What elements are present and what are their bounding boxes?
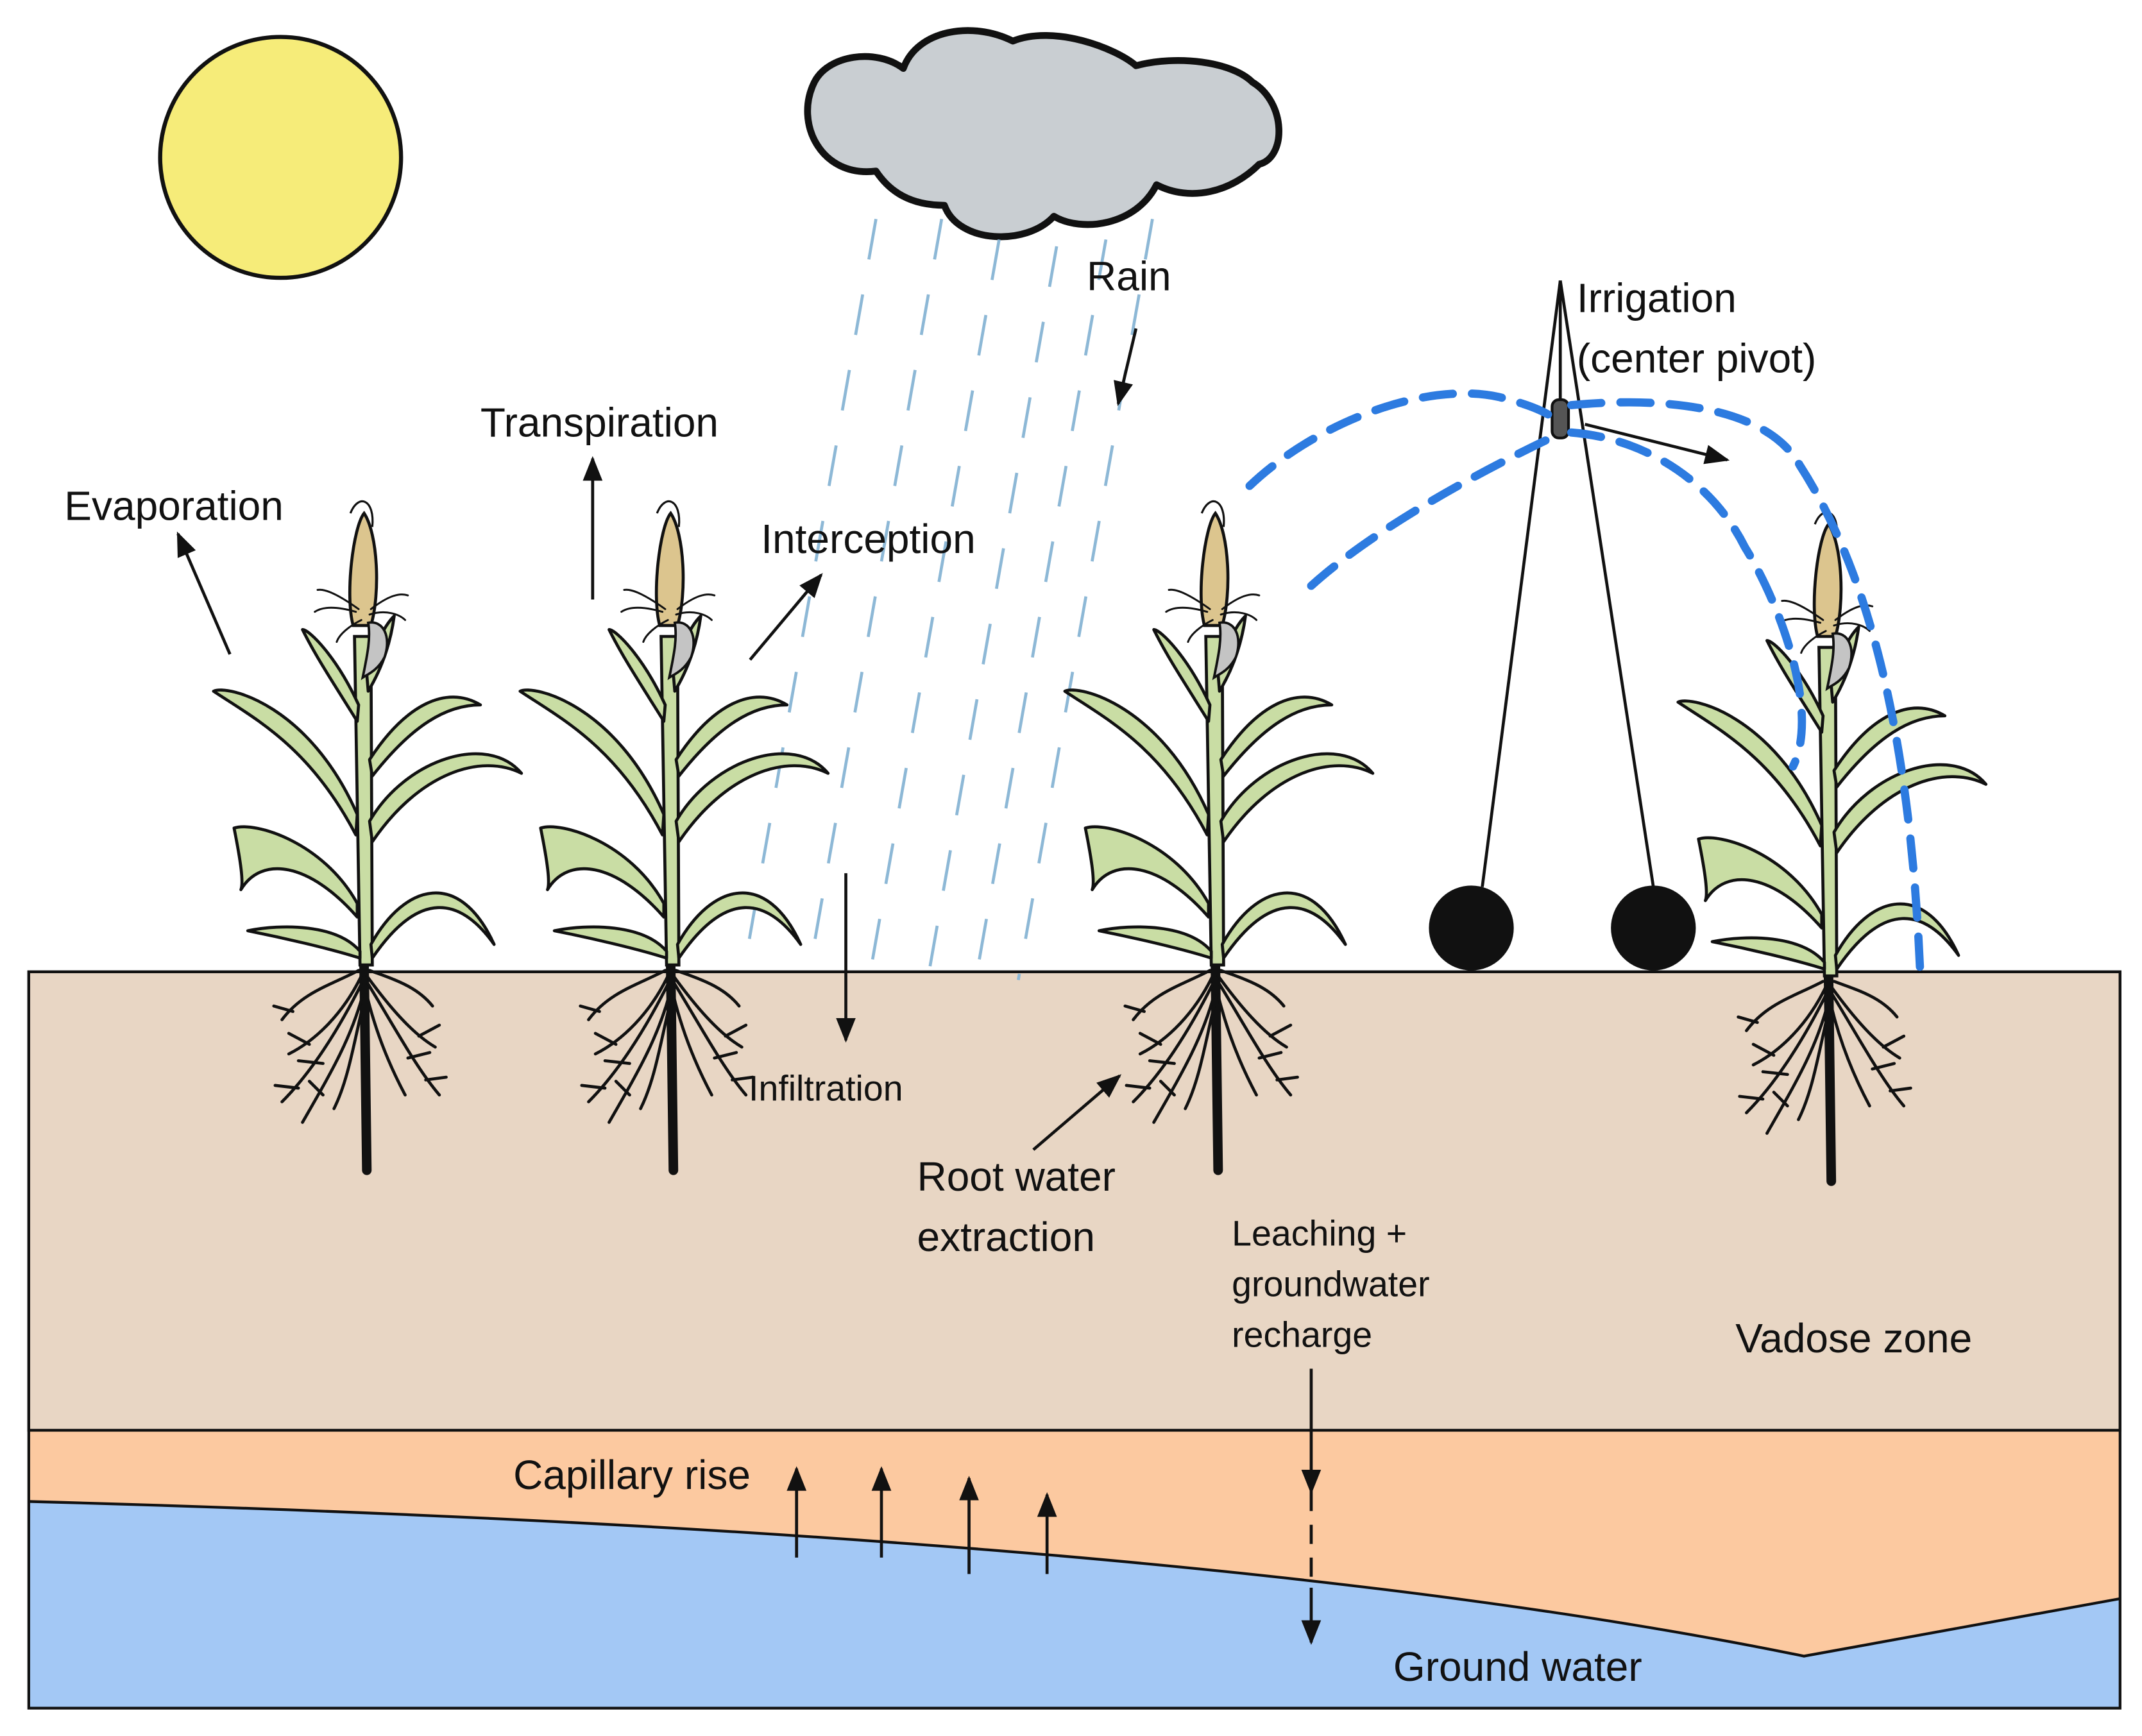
root-water-arrow [1032,1074,1122,1151]
evaporation-arrow [176,531,232,655]
capillary-fringe [28,1430,2120,1656]
label-capillary-rise: Capillary rise [513,1452,751,1498]
vadose-zone [27,970,2121,1432]
rain-streaks [743,218,1154,994]
label-irrigation: Irrigation [1577,275,1737,321]
label-root-water: Root water [917,1153,1115,1200]
label-evaporation: Evaporation [64,483,284,529]
center-pivot-irrigation-icon [1481,280,1655,887]
irrigation-arrow [1585,423,1730,464]
water-table-line [28,1500,2121,1658]
label-infiltration: Infiltration [749,1068,903,1108]
label-vadose-zone: Vadose zone [1735,1315,1972,1361]
label-groundwater: groundwater [1232,1264,1429,1304]
sprinkler-nozzle-icon [1551,398,1570,439]
pivot-wheel-icon [1611,885,1696,971]
pivot-wheel-icon [1429,885,1514,971]
soil-profile-frame [27,970,2121,1710]
label-leaching: Leaching + [1232,1213,1407,1253]
label-transpiration: Transpiration [480,400,718,446]
label-rain: Rain [1087,253,1171,299]
sun-icon [158,35,404,280]
ground-water-body [28,1501,2120,1708]
label-root-water-extraction: extraction [917,1214,1094,1260]
rain-cloud-icon [804,27,1282,241]
label-irrigation-type: (center pivot) [1577,335,1816,381]
label-interception: Interception [761,516,975,562]
label-recharge: recharge [1232,1315,1372,1354]
interception-arrow [749,573,823,661]
irrigation-spray [1245,389,1925,979]
label-ground-water: Ground water [1393,1644,1642,1690]
rain-arrow [1114,328,1138,407]
